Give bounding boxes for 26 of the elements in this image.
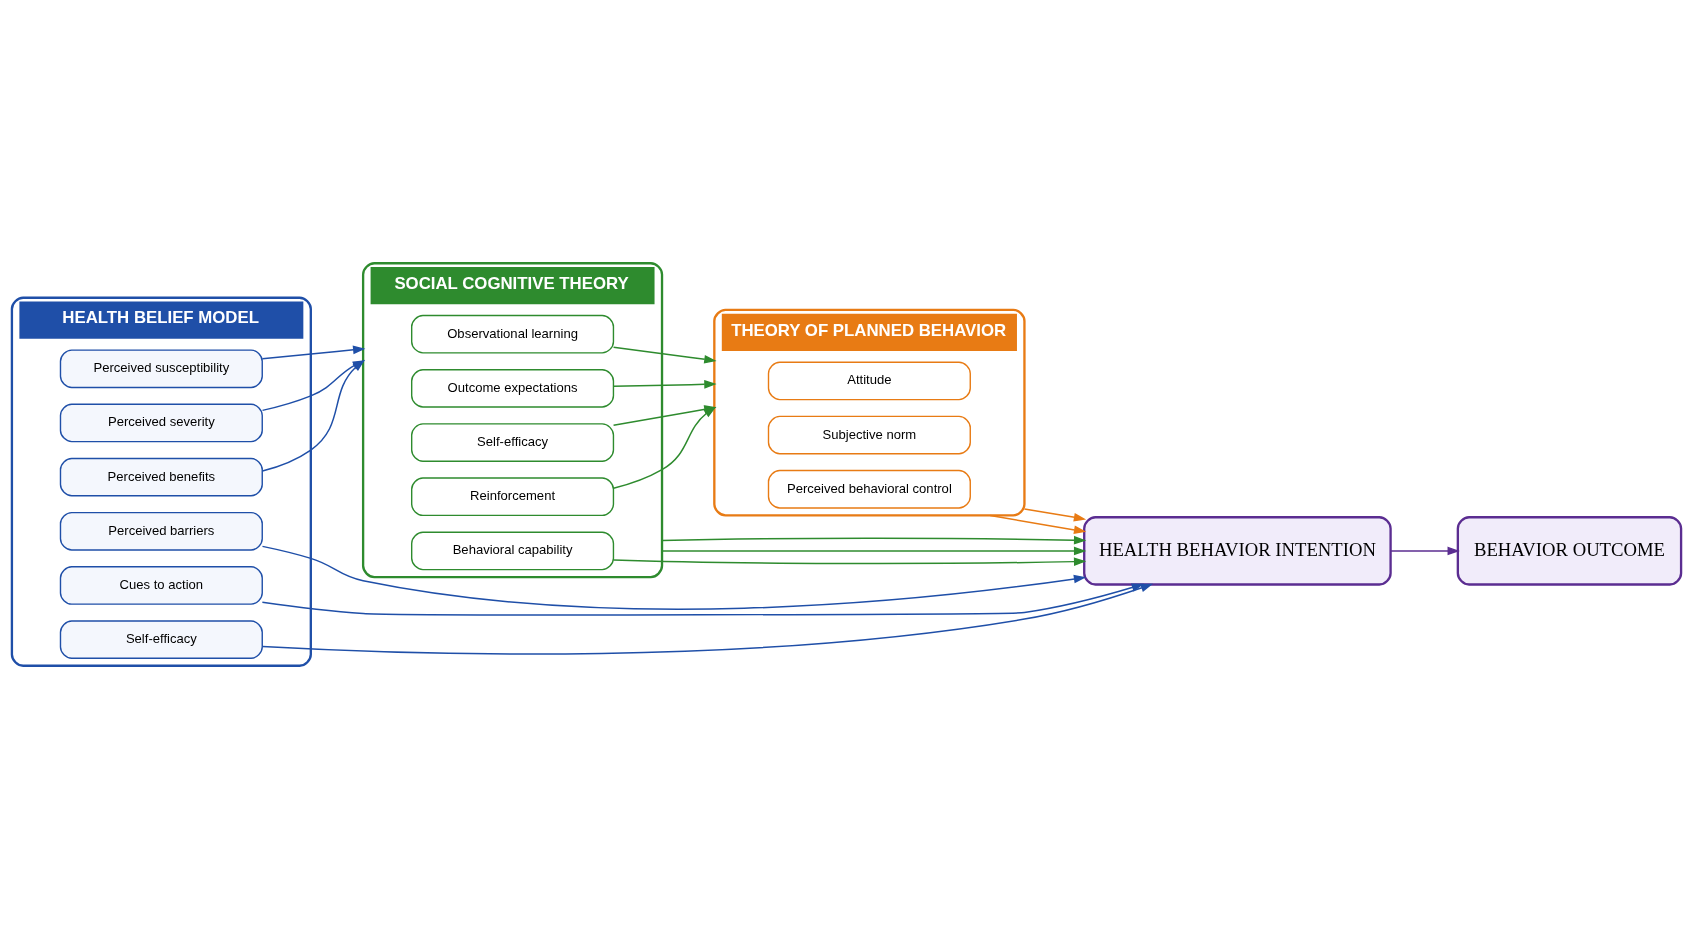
node-box: Outcome expectations xyxy=(411,369,615,408)
arrow xyxy=(1023,508,1087,522)
node-box: BEHAVIOR OUTCOME xyxy=(1456,516,1683,586)
arrow xyxy=(612,557,1087,566)
arrow xyxy=(1389,546,1460,556)
node-box: Self-efficacy xyxy=(411,423,615,462)
arrow xyxy=(612,346,717,364)
node-box: Perceived behavioral control xyxy=(767,469,971,509)
arrow xyxy=(261,545,1087,610)
arrow xyxy=(661,546,1087,556)
node-box: Perceived susceptibility xyxy=(59,349,263,389)
arrow xyxy=(612,380,717,389)
node-box: HEALTH BEHAVIOR INTENTION xyxy=(1083,516,1392,586)
arrow xyxy=(261,345,366,360)
node-box: Behavioral capability xyxy=(411,531,615,571)
node-box: Cues to action xyxy=(59,566,263,605)
node-box: Perceived severity xyxy=(59,403,263,443)
node-box: Subjective norm xyxy=(767,415,971,455)
arrow xyxy=(989,514,1087,535)
node-box: Perceived benefits xyxy=(59,457,263,497)
node-box: Self-efficacy xyxy=(59,620,263,660)
node-box: Perceived barriers xyxy=(59,511,263,551)
arrow xyxy=(661,535,1087,545)
node-box: Reinforcement xyxy=(411,477,615,517)
node-box: Attitude xyxy=(767,361,971,401)
node-box: Observational learning xyxy=(411,314,615,354)
